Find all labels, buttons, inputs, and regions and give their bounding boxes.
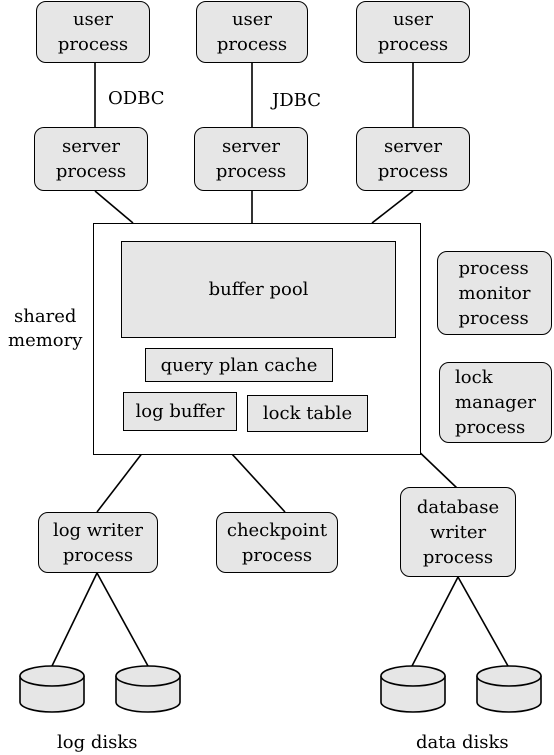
- line-server1-shm: [94, 190, 134, 224]
- buffer-pool: buffer pool: [121, 241, 396, 338]
- user-process-1-label: user process: [57, 9, 129, 55]
- buffer-pool-label: buffer pool: [208, 279, 309, 300]
- line-logwriter-disk1: [51, 572, 98, 667]
- line-dbwriter-disk1: [411, 576, 459, 667]
- user-process-3: user process: [356, 1, 470, 63]
- user-process-3-label: user process: [377, 9, 449, 55]
- data-disk-1-icon: [380, 665, 446, 713]
- log-buffer-label: log buffer: [135, 401, 225, 422]
- server-process-1: server process: [34, 127, 148, 191]
- server-process-3-label: server process: [377, 136, 449, 182]
- lock-table-label: lock table: [262, 403, 353, 424]
- line-dbwriter-disk2: [457, 576, 509, 667]
- user-process-1: user process: [36, 1, 150, 63]
- log-writer-process: log writer process: [38, 512, 158, 573]
- checkpoint-process: checkpoint process: [216, 512, 338, 573]
- checkpoint-label: checkpoint process: [226, 519, 328, 566]
- query-plan-cache: query plan cache: [145, 348, 333, 382]
- shared-memory-box: buffer pool query plan cache log buffer …: [93, 223, 421, 455]
- query-plan-cache-label: query plan cache: [160, 354, 318, 376]
- odbc-label: ODBC: [108, 88, 165, 109]
- server-process-2-label: server process: [215, 136, 287, 182]
- jdbc-label: JDBC: [272, 90, 321, 111]
- log-disk-1-icon: [19, 665, 85, 713]
- line-server3-shm: [371, 190, 414, 224]
- line-logwriter-disk2: [96, 572, 149, 667]
- lock-manager-label: lock manager process: [455, 367, 536, 438]
- process-monitor-process: process monitor process: [437, 251, 552, 335]
- log-disks-label: log disks: [57, 732, 138, 753]
- log-disk-2-icon: [115, 665, 181, 713]
- data-disk-2-icon: [476, 665, 542, 713]
- process-monitor-label: process monitor process: [458, 257, 531, 329]
- log-writer-label: log writer process: [52, 519, 144, 566]
- shared-memory-label: shared memory: [8, 306, 83, 351]
- database-writer-label: database writer process: [416, 496, 500, 568]
- log-buffer: log buffer: [123, 392, 237, 431]
- server-process-3: server process: [356, 127, 470, 191]
- database-writer-process: database writer process: [400, 487, 516, 577]
- server-process-2: server process: [194, 127, 308, 191]
- lock-table: lock table: [247, 395, 368, 432]
- lock-manager-process: lock manager process: [439, 362, 552, 443]
- data-disks-label: data disks: [416, 732, 509, 753]
- user-process-2: user process: [196, 1, 308, 63]
- server-process-1-label: server process: [55, 136, 127, 182]
- user-process-2-label: user process: [216, 9, 288, 55]
